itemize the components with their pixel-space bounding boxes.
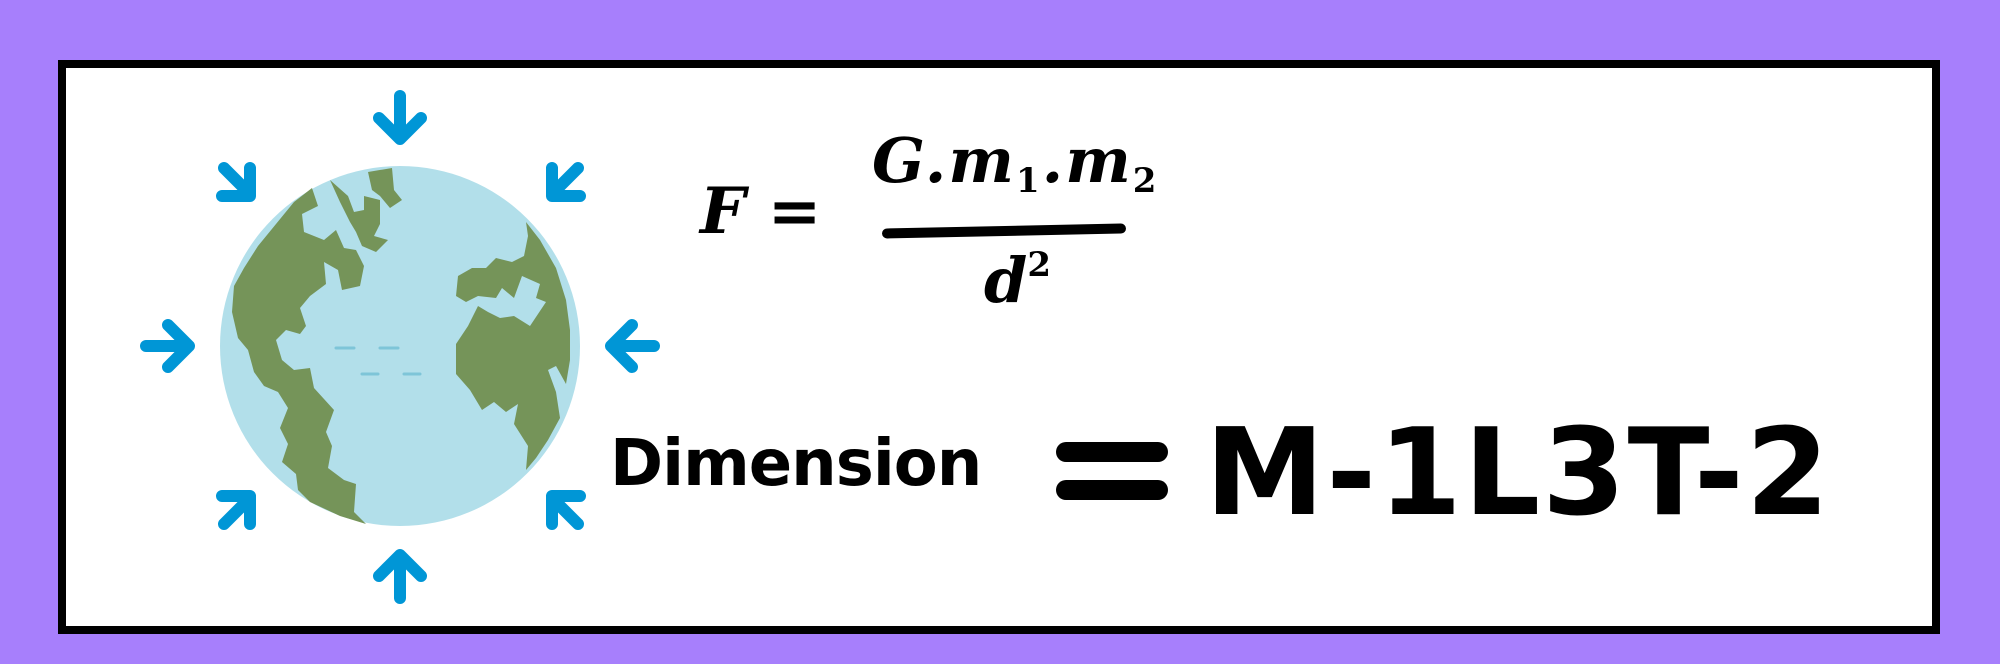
formula-subscript: 1 <box>1015 161 1042 201</box>
arrow-top-left-icon <box>216 162 256 202</box>
arrow-right-icon <box>605 319 660 373</box>
arrow-bottom-left-icon <box>216 490 256 530</box>
formula-numerator-part: G.m <box>872 124 1016 197</box>
formula-denominator-base: d <box>984 244 1028 317</box>
earth-globe-icon <box>220 166 580 526</box>
equals-bar <box>1056 480 1168 500</box>
equals-sign-icon <box>1056 442 1168 502</box>
equals-bar <box>1056 442 1168 462</box>
arrow-left-icon <box>140 319 195 373</box>
arrow-bottom-right-icon <box>546 490 586 530</box>
arrow-top-icon <box>373 90 427 145</box>
arrow-top-right-icon <box>546 162 586 202</box>
formula-lhs: F = <box>700 174 822 249</box>
formula-denominator: d2 <box>984 248 1051 312</box>
formula-numerator-part: .m <box>1041 124 1133 197</box>
gravitation-formula: F = G.m1.m2 d2 <box>700 130 1180 360</box>
formula-exponent: 2 <box>1027 245 1052 285</box>
dimension-value: M-1L3T-2 <box>1205 404 1832 543</box>
formula-numerator: G.m1.m2 <box>872 130 1159 201</box>
arrow-bottom-icon <box>373 549 427 604</box>
formula-subscript: 2 <box>1132 161 1159 201</box>
fraction-bar <box>881 223 1127 239</box>
dimension-label: Dimension <box>610 427 982 501</box>
inward-arrow-icon <box>140 90 660 604</box>
